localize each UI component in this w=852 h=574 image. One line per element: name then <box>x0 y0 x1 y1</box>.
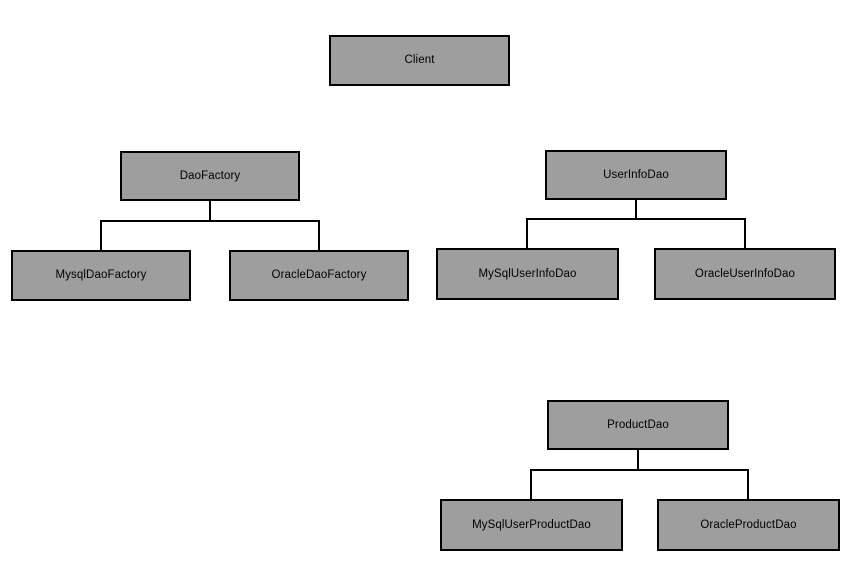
connector-dao-factory-tree <box>100 200 320 251</box>
node-dao-factory[interactable]: DaoFactory <box>120 151 300 201</box>
node-oracle-product-dao[interactable]: OracleProductDao <box>657 499 840 551</box>
node-client-label: Client <box>404 54 435 67</box>
node-mysql-user-info-dao-label: MySqlUserInfoDao <box>478 267 577 280</box>
connector-user-info-dao-tree <box>526 199 746 249</box>
node-mysql-user-product-dao[interactable]: MySqlUserProductDao <box>440 499 623 551</box>
node-user-info-dao[interactable]: UserInfoDao <box>545 150 727 200</box>
node-oracle-user-info-dao[interactable]: OracleUserInfoDao <box>654 248 836 300</box>
node-product-dao-label: ProductDao <box>607 418 669 431</box>
connector-product-dao-tree <box>530 449 749 500</box>
node-oracle-user-info-dao-label: OracleUserInfoDao <box>694 267 796 280</box>
node-mysql-dao-factory[interactable]: MysqlDaoFactory <box>11 250 191 301</box>
node-oracle-dao-factory[interactable]: OracleDaoFactory <box>229 250 409 301</box>
node-user-info-dao-label: UserInfoDao <box>603 168 669 181</box>
node-oracle-product-dao-label: OracleProductDao <box>700 518 797 531</box>
node-oracle-dao-factory-label: OracleDaoFactory <box>271 269 367 282</box>
node-mysql-user-info-dao[interactable]: MySqlUserInfoDao <box>436 248 619 300</box>
node-dao-factory-label: DaoFactory <box>179 169 241 182</box>
node-client[interactable]: Client <box>329 35 510 86</box>
node-mysql-dao-factory-label: MysqlDaoFactory <box>55 269 147 282</box>
node-mysql-user-product-dao-label: MySqlUserProductDao <box>472 518 591 531</box>
node-product-dao[interactable]: ProductDao <box>547 400 729 450</box>
